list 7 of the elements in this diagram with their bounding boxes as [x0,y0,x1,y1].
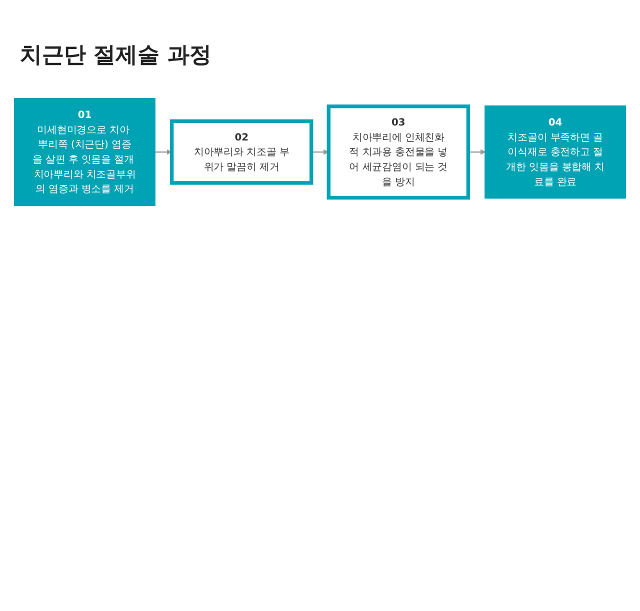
arrow [468,149,486,155]
node-box: 04 치조골이 부족하면 골이식재로 충전하고 절개한 잇몸을 봉합해 치료를 완료 [484,105,626,199]
diagram-title: 치근단 절제술 과정 [20,42,212,70]
node-box: 01 미세현미경으로 치아 뿌리쪽 (치근단) 염증을 살핀 후 잇몸을 절개 치아뿌리와 치조골부위의 염증과 병소를 제거 [14,98,156,206]
arrow [311,149,329,155]
node-box: 02 치아뿌리와 치조골 부위가 말끔히 제거 [170,119,314,185]
node-box: 03 치아뿌리에 인체친화적 치과용 충전물을 넣어 세균감염이 되는 것을 방지 [326,104,470,200]
